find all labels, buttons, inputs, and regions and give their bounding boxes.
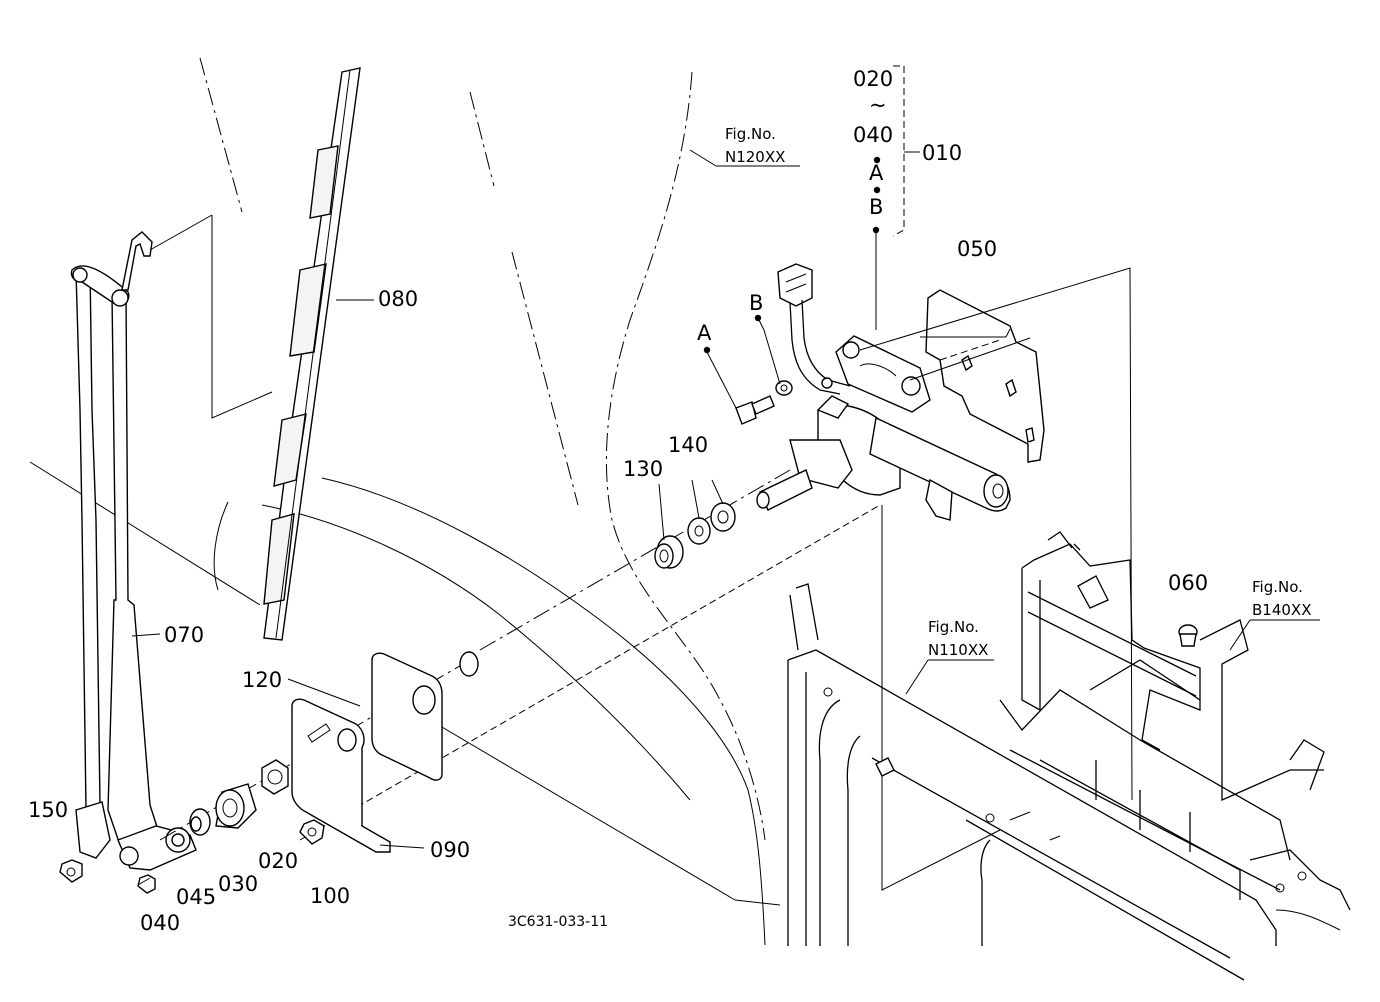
drawing-code: 3C631-033-11: [508, 914, 608, 930]
label-060: 060: [1168, 571, 1208, 595]
wiper-motor-010: [756, 335, 1011, 521]
nut-040: [137, 874, 156, 894]
screw-060: [1178, 624, 1198, 647]
label-a: A: [697, 321, 712, 345]
part-labels: 020 ~ 040 A B 010 050 060 070 080 090 10…: [28, 67, 1208, 935]
nut-150: [59, 859, 83, 883]
group-bracket-010: [892, 65, 920, 237]
label-tilde: ~: [869, 93, 887, 117]
frame-unit-b140: [999, 531, 1351, 931]
washers-140: [687, 502, 736, 545]
label-a-top: A: [869, 161, 884, 185]
fig-ref-n120-title: Fig.No.: [725, 125, 776, 143]
bolt-a: [735, 395, 775, 425]
label-130: 130: [623, 457, 663, 481]
fig-ref-n110-title: Fig.No.: [928, 618, 979, 636]
label-045: 045: [176, 885, 216, 909]
motor-bracket-050: [925, 289, 1045, 463]
cab-outline-lines: [29, 57, 781, 946]
bushing-045: [189, 808, 211, 836]
label-090: 090: [430, 838, 470, 862]
gasket-120: [371, 651, 479, 781]
fig-ref-b140-code: B140XX: [1252, 601, 1311, 619]
fig-ref-n120-code: N120XX: [725, 148, 785, 166]
label-030: 030: [218, 872, 258, 896]
nut-100: [299, 819, 325, 845]
label-080: 080: [378, 287, 418, 311]
label-010: 010: [922, 141, 962, 165]
motor-wire-connector: [777, 263, 851, 395]
label-040: 040: [140, 911, 180, 935]
bracket-090: [291, 698, 391, 853]
wiper-blade-080: [149, 67, 361, 641]
fig-ref-b140-title: Fig.No.: [1252, 578, 1303, 596]
leader-lines: [131, 149, 1320, 886]
label-140: 140: [668, 433, 708, 457]
label-020-top: 020: [853, 67, 893, 91]
label-050: 050: [957, 237, 997, 261]
cab-frame-n110: [787, 583, 1277, 981]
label-020: 020: [258, 849, 298, 873]
hardware-left: [59, 759, 325, 894]
nut-020: [261, 759, 289, 795]
label-070: 070: [164, 623, 204, 647]
washer-b: [775, 380, 793, 396]
cap-030: [215, 783, 257, 829]
label-150: 150: [28, 798, 68, 822]
grommet-130: [654, 535, 684, 569]
label-b: B: [749, 291, 763, 315]
fig-ref-n110-code: N110XX: [928, 641, 988, 659]
label-100: 100: [310, 884, 350, 908]
label-b-top: B: [869, 195, 883, 219]
label-120: 120: [242, 668, 282, 692]
figure-references: Fig.No. N120XX Fig.No. N110XX Fig.No. B1…: [725, 125, 1311, 659]
label-040-top: 040: [853, 123, 893, 147]
wiper-arm-070: [70, 231, 197, 871]
